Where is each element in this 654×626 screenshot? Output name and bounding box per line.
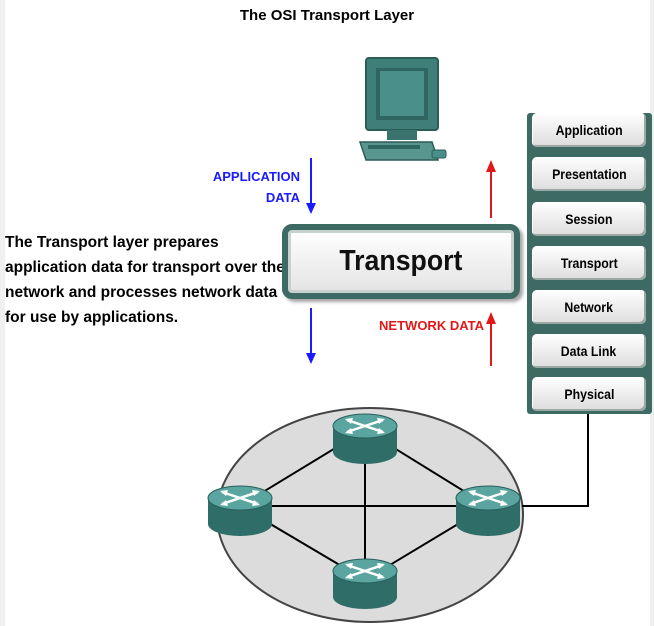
router-icon-right [455, 485, 521, 536]
osi-layer-physical: Physical [532, 377, 646, 411]
application-data-label-line2: DATA [265, 190, 300, 205]
transport-description: The Transport layer prepares application… [5, 234, 285, 326]
computer-icon [358, 57, 447, 161]
router-icon-top [332, 413, 398, 464]
application-down-arrow-bottom [306, 308, 316, 364]
osi-layer-label: Data Link [561, 343, 617, 359]
network-up-arrow-top [486, 160, 496, 218]
osi-layer-session: Session [532, 202, 646, 236]
osi-layer-label: Application [555, 122, 623, 138]
osi-layer-label: Session [565, 211, 613, 227]
application-down-arrow-top [306, 158, 316, 214]
application-data-label: APPLICATION DATA [206, 166, 300, 208]
left-edge [0, 0, 5, 626]
osi-layer-data-link: Data Link [532, 334, 646, 368]
osi-layer-label: Transport [560, 255, 618, 271]
osi-layer-label: Presentation [551, 166, 627, 182]
osi-layer-network: Network [532, 290, 646, 324]
osi-layer-label: Network [564, 299, 614, 315]
application-data-label-line1: APPLICATION [212, 169, 300, 184]
osi-layer-presentation: Presentation [532, 157, 646, 191]
router-icon-left [207, 485, 273, 536]
osi-layer-label: Physical [563, 386, 614, 402]
osi-layer-transport: Transport [532, 246, 646, 280]
page-title: The OSI Transport Layer [239, 7, 415, 24]
transport-layer-box: Transport [282, 224, 520, 299]
transport-box-label: Transport [339, 245, 463, 277]
osi-layer-application: Application [532, 113, 646, 147]
network-data-label: NETWORK DATA [379, 318, 484, 333]
router-icon-bottom [332, 558, 398, 609]
network-up-arrow-bottom [486, 312, 496, 366]
right-scrollbar[interactable] [650, 0, 654, 626]
